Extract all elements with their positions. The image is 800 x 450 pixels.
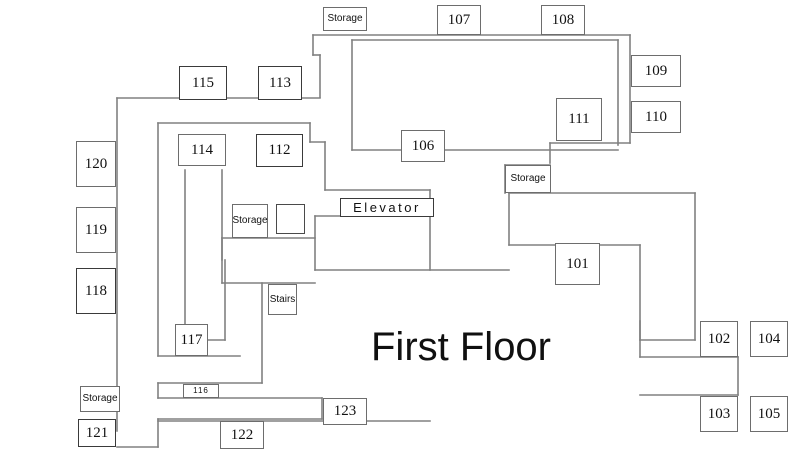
room-label-117[interactable]: 117 bbox=[175, 324, 208, 356]
room-label-storage-mid[interactable]: Storage bbox=[232, 204, 268, 238]
room-label-118[interactable]: 118 bbox=[76, 268, 116, 314]
room-label-102[interactable]: 102 bbox=[700, 321, 738, 357]
room-label-elevator[interactable]: Elevator bbox=[340, 198, 434, 217]
room-label-stairs[interactable]: Stairs bbox=[268, 284, 297, 315]
room-label-unlabeled-room[interactable] bbox=[276, 204, 305, 234]
room-label-114[interactable]: 114 bbox=[178, 134, 226, 166]
room-label-storage-bottom[interactable]: Storage bbox=[80, 386, 120, 412]
room-label-119[interactable]: 119 bbox=[76, 207, 116, 253]
room-label-120[interactable]: 120 bbox=[76, 141, 116, 187]
room-label-106[interactable]: 106 bbox=[401, 130, 445, 162]
room-label-103[interactable]: 103 bbox=[700, 396, 738, 432]
room-label-105[interactable]: 105 bbox=[750, 396, 788, 432]
room-label-101[interactable]: 101 bbox=[555, 243, 600, 285]
room-label-113[interactable]: 113 bbox=[258, 66, 302, 100]
room-label-storage-top[interactable]: Storage bbox=[323, 7, 367, 31]
room-label-107[interactable]: 107 bbox=[437, 5, 481, 35]
room-label-123[interactable]: 123 bbox=[323, 398, 367, 425]
room-label-109[interactable]: 109 bbox=[631, 55, 681, 87]
room-label-122[interactable]: 122 bbox=[220, 421, 264, 449]
room-label-121[interactable]: 121 bbox=[78, 419, 116, 447]
page-title: First Floor bbox=[371, 325, 551, 369]
room-label-115[interactable]: 115 bbox=[179, 66, 227, 100]
room-label-104[interactable]: 104 bbox=[750, 321, 788, 357]
room-label-112[interactable]: 112 bbox=[256, 134, 303, 167]
room-label-111[interactable]: 111 bbox=[556, 98, 602, 141]
room-label-116[interactable]: 116 bbox=[183, 384, 219, 398]
room-label-storage-right[interactable]: Storage bbox=[505, 165, 551, 193]
room-label-108[interactable]: 108 bbox=[541, 5, 585, 35]
room-label-110[interactable]: 110 bbox=[631, 101, 681, 133]
